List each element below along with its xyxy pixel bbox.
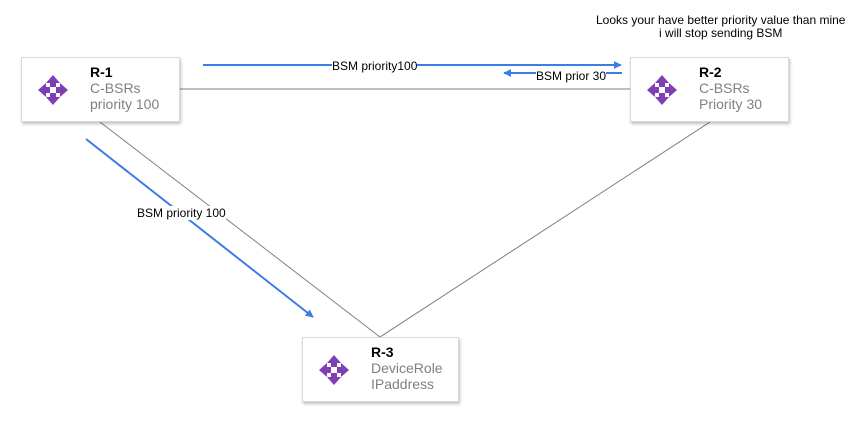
- node-name: R-2: [699, 64, 722, 80]
- label-bsm-r1-to-r2: BSM priority100: [332, 59, 418, 73]
- link-r1-r3: [99, 121, 381, 338]
- link-r2-r3: [379, 121, 711, 338]
- label-bsm-r2-to-r1: BSM prior 30: [536, 69, 607, 83]
- arrow-bsm-r1-to-r3: [85, 138, 314, 318]
- node-role: C-BSRs: [699, 80, 750, 96]
- router-icon: [647, 75, 677, 105]
- node-priority: Priority 30: [699, 96, 763, 112]
- node-name: R-1: [90, 64, 113, 80]
- node-address: IPaddress: [371, 376, 435, 392]
- node-name: R-3: [371, 344, 394, 360]
- node-role: C-BSRs: [90, 80, 141, 96]
- note-line-2: i will stop sending BSM: [659, 26, 783, 40]
- node-r2[interactable]: R-2 C-BSRs Priority 30: [630, 57, 789, 122]
- router-icon: [38, 75, 68, 105]
- note-callout: Looks your have better priority value th…: [596, 14, 845, 40]
- node-r1[interactable]: R-1 C-BSRs priority 100: [21, 57, 180, 122]
- router-icon: [319, 355, 349, 385]
- node-role: DeviceRole: [371, 360, 443, 376]
- node-priority: priority 100: [90, 96, 160, 112]
- note-line-1: Looks your have better priority value th…: [596, 13, 845, 27]
- label-bsm-r1-to-r3: BSM priority 100: [137, 206, 226, 220]
- node-r3[interactable]: R-3 DeviceRole IPaddress: [302, 337, 459, 402]
